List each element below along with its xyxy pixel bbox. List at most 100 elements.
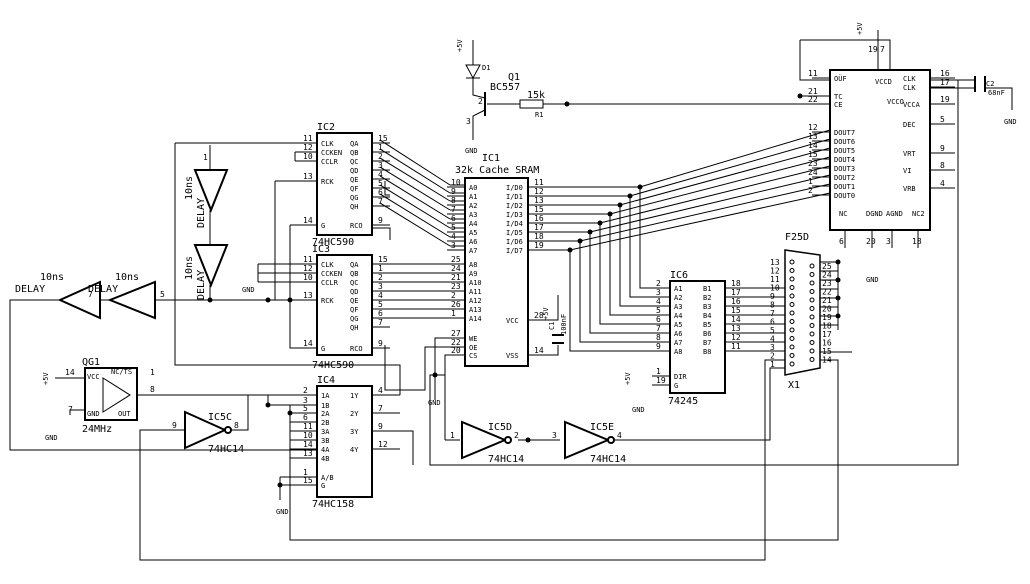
ic1-right-pin: 15 xyxy=(534,205,544,214)
ic2-left-pin: 10 xyxy=(303,152,313,161)
ic5c-pin-out: 8 xyxy=(234,421,239,430)
ic1-left-label: A13 xyxy=(469,306,482,314)
ic3-right-pin: 3 xyxy=(378,282,383,291)
ic2-left-pin: 14 xyxy=(303,216,313,225)
connector-right-pin: 16 xyxy=(822,339,832,348)
ic6-right-label: B2 xyxy=(703,294,711,302)
osc-out: OUT xyxy=(118,410,131,418)
ic1-left-pin: 8 xyxy=(451,196,456,205)
ic3-ref: IC3 xyxy=(312,244,330,255)
ic4-right-label: 2Y xyxy=(350,410,359,418)
adc-top-label: VCCO xyxy=(887,98,904,106)
ic3-right-pin: 2 xyxy=(378,273,383,282)
ic4-right-pin: 9 xyxy=(378,422,383,431)
connector-contact xyxy=(809,297,815,303)
ic1-right-label: VSS xyxy=(506,352,519,360)
ic4-left-pin: 6 xyxy=(303,413,308,422)
c1-value: 100nF xyxy=(560,314,568,335)
gnd-ic3: GND xyxy=(242,286,255,294)
adc-bottom-pin: 6 xyxy=(839,237,844,246)
ic1-left-label: OE xyxy=(469,344,477,352)
vcc-q1: +5V xyxy=(456,39,464,52)
ic4-right-pin: 4 xyxy=(378,386,383,395)
osc-ref: QG1 xyxy=(82,357,100,368)
ic6-left-pin: 8 xyxy=(656,333,661,342)
q1-ref: Q1 xyxy=(508,72,520,83)
delay1-word: DELAY xyxy=(15,284,45,295)
connector-contact xyxy=(809,306,815,311)
ic4-right-label: 1Y xyxy=(350,392,359,400)
ic1-left-label: A3 xyxy=(469,211,477,219)
ic4-left-label: 2B xyxy=(321,419,329,427)
connector-contact xyxy=(789,285,795,290)
connector-contact xyxy=(809,340,815,345)
connector-right-pin: 23 xyxy=(822,279,832,288)
connector-contact xyxy=(809,289,815,294)
ic3-left-pin: 11 xyxy=(303,255,313,264)
ic1-right-label: I/D2 xyxy=(506,202,523,210)
gate-ic5d: IC5D 74HC14 1 2 xyxy=(450,420,524,465)
ic5d-pin-in: 1 xyxy=(450,431,455,440)
ic2-right-label: QH xyxy=(350,203,358,211)
connector-right-pin: 25 xyxy=(822,262,832,271)
delay-pin5: 5 xyxy=(160,290,165,299)
vcc-adc: +5V xyxy=(856,22,864,35)
vdelay2-word: DELAY xyxy=(196,270,207,300)
connector-left-pin: 4 xyxy=(770,335,775,344)
ic2-left-pin: 11 xyxy=(303,134,313,143)
ic4-left-label: 2A xyxy=(321,410,330,418)
ic2-left-pin: 13 xyxy=(303,172,313,181)
ic6-right-pin: 11 xyxy=(731,342,741,351)
ic6-right-pin: 15 xyxy=(731,306,741,315)
ic2-right-label: QG xyxy=(350,194,358,202)
ic6-left-label: A3 xyxy=(674,303,682,311)
ic1-left-label: A11 xyxy=(469,288,482,296)
adc-right-label: CLK xyxy=(903,75,916,83)
ic1-left-label: A2 xyxy=(469,202,477,210)
osc-pin1: 1 xyxy=(150,368,155,377)
ic1-left-label: A6 xyxy=(469,238,477,246)
ic3-left-pin: 10 xyxy=(303,273,313,282)
adc-left-label: DOUT6 xyxy=(834,138,855,146)
connector-name: X1 xyxy=(788,380,800,391)
ic1-right-label: I/D5 xyxy=(506,229,523,237)
connector-left-pin: 13 xyxy=(770,258,780,267)
connector-left-pin: 7 xyxy=(770,309,775,318)
connector-contact xyxy=(809,348,815,354)
vdelay-pin1: 1 xyxy=(203,153,208,162)
ic4-left-pin: 13 xyxy=(303,449,313,458)
connector-contact xyxy=(789,302,795,307)
d1-ref: D1 xyxy=(482,64,490,72)
q1-part: BC557 xyxy=(490,82,520,93)
ic2-part: 74HC590 xyxy=(312,237,354,248)
ic3-left-label: CCLR xyxy=(321,279,339,287)
gnd-c2: GND xyxy=(1004,118,1017,126)
connector-left-pin: 11 xyxy=(770,275,780,284)
vdelay2-time: 10ns xyxy=(184,256,195,280)
adc-right-pin: 8 xyxy=(940,161,945,170)
ic1-left-label: WE xyxy=(469,335,477,343)
connector-left-pin: 2 xyxy=(770,352,775,361)
ic4-left-pin: 15 xyxy=(303,476,313,485)
q1-pin3: 3 xyxy=(466,117,471,126)
ic2-left-label: RCK xyxy=(321,178,334,186)
ic3-right-pin: 4 xyxy=(378,291,383,300)
ic3-right-label: QA xyxy=(350,261,359,269)
ic3-left-label: G xyxy=(321,345,325,353)
ic2-right-pin: 4 xyxy=(378,170,383,179)
adc-left-label: TC xyxy=(834,93,842,101)
adc-left-label: OÜF xyxy=(834,74,847,83)
ic2-right-label: QD xyxy=(350,167,358,175)
adc-bottom-label: NC xyxy=(839,210,847,218)
ic1-right-label: I/D3 xyxy=(506,211,523,219)
ic2-right-pin: 3 xyxy=(378,161,383,170)
osc-pin8: 8 xyxy=(150,385,155,394)
ic6-left-pin: 19 xyxy=(656,376,666,385)
connector-contact xyxy=(789,276,795,282)
connector-right-pin: 21 xyxy=(822,296,832,305)
connector-contact xyxy=(789,310,795,316)
junction-dots xyxy=(207,93,841,488)
adc-right-pin: 4 xyxy=(940,179,945,188)
connector-left-pin: 1 xyxy=(770,360,775,369)
connector-contact xyxy=(789,327,795,333)
